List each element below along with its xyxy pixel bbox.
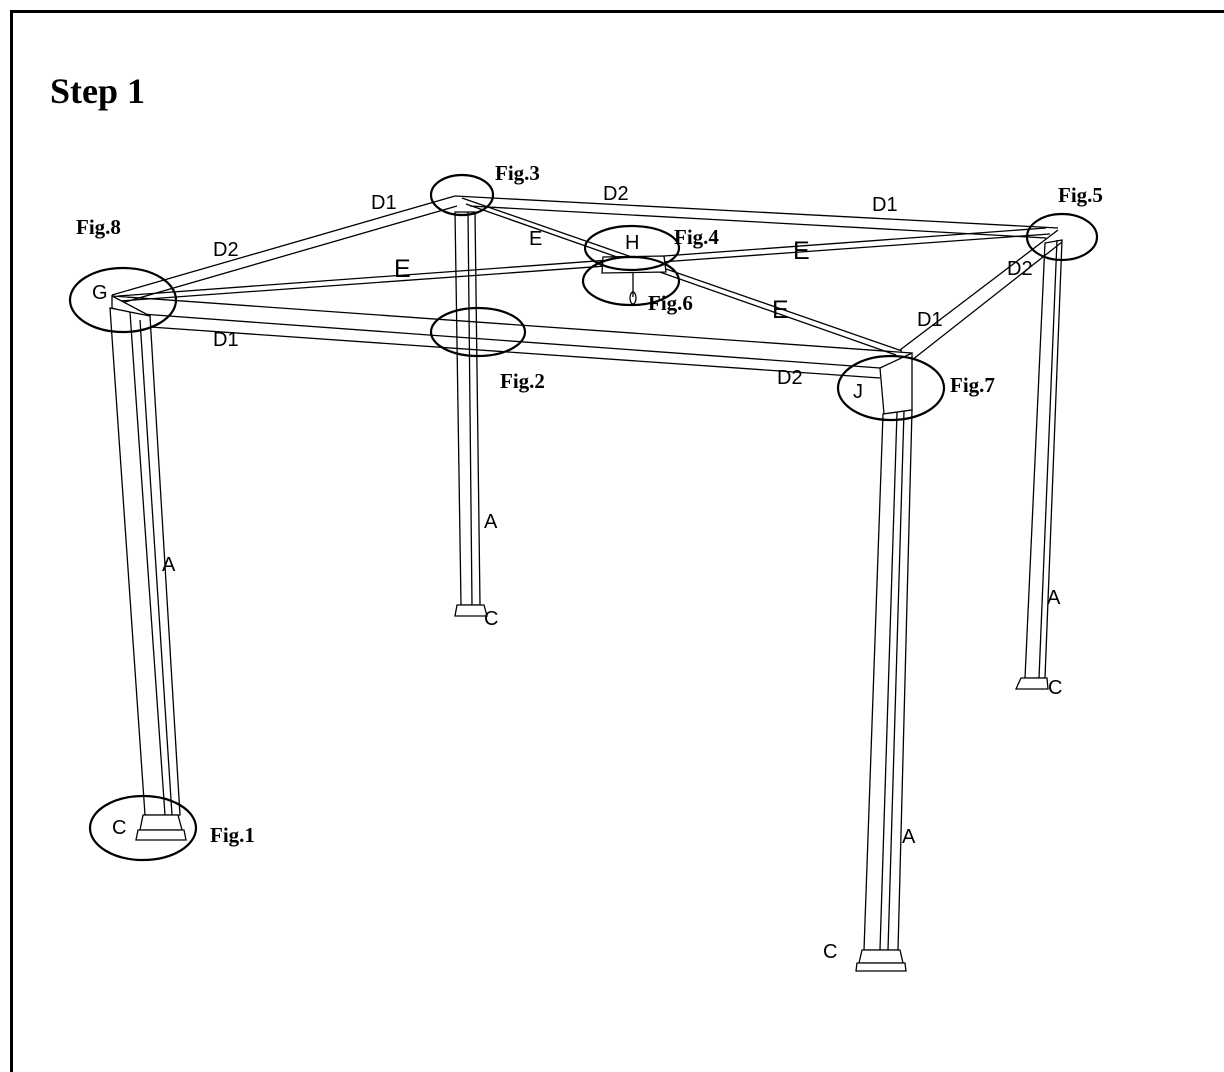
part-label-a: A [162,554,176,576]
part-label-d2: D2 [213,239,239,261]
beams [111,195,1063,379]
part-label-e: E [772,296,789,324]
part-label-e: E [529,228,542,250]
label-fig4: Fig.4 [674,225,719,249]
label-fig7: Fig.7 [950,373,995,397]
circle-fig7 [836,354,946,422]
part-label-g: G [92,282,108,304]
part-label-c: C [823,941,837,963]
post-back-right [1014,239,1063,690]
circle-fig1 [88,794,198,862]
diagram-frame [10,10,1224,1072]
part-label-h: H [625,232,639,254]
part-label-d1: D1 [872,194,898,216]
circle-fig6 [581,255,681,307]
circle-fig4 [583,224,681,272]
circle-fig2 [429,306,527,358]
part-label-j: J [853,381,863,403]
part-label-c: C [112,817,126,839]
post-back-left [454,211,488,617]
post-front-right [855,351,913,972]
part-label-d1: D1 [371,192,397,214]
part-label-d2: D2 [777,367,803,389]
label-fig8: Fig.8 [76,215,121,239]
post-front-left [109,294,187,841]
detail-circles [68,173,1099,862]
circle-fig5 [1025,212,1099,262]
label-fig5: Fig.5 [1058,183,1103,207]
label-fig6: Fig.6 [648,291,693,315]
step-title: Step 1 [50,71,146,111]
part-label-d2: D2 [603,183,629,205]
circle-fig8 [68,266,178,334]
part-label-a: A [484,511,498,533]
part-label-c: C [484,608,498,630]
part-label-d2: D2 [1007,258,1033,280]
part-label-d1: D1 [213,329,239,351]
label-fig1: Fig.1 [210,823,255,847]
part-label-a: A [1047,587,1061,609]
part-label-e: E [793,237,810,265]
label-fig3: Fig.3 [495,161,540,185]
circle-fig3 [429,173,495,217]
part-label-c: C [1048,677,1062,699]
label-fig2: Fig.2 [500,369,545,393]
part-label-a: A [902,826,916,848]
part-label-e: E [394,255,411,283]
part-label-d1: D1 [917,309,943,331]
